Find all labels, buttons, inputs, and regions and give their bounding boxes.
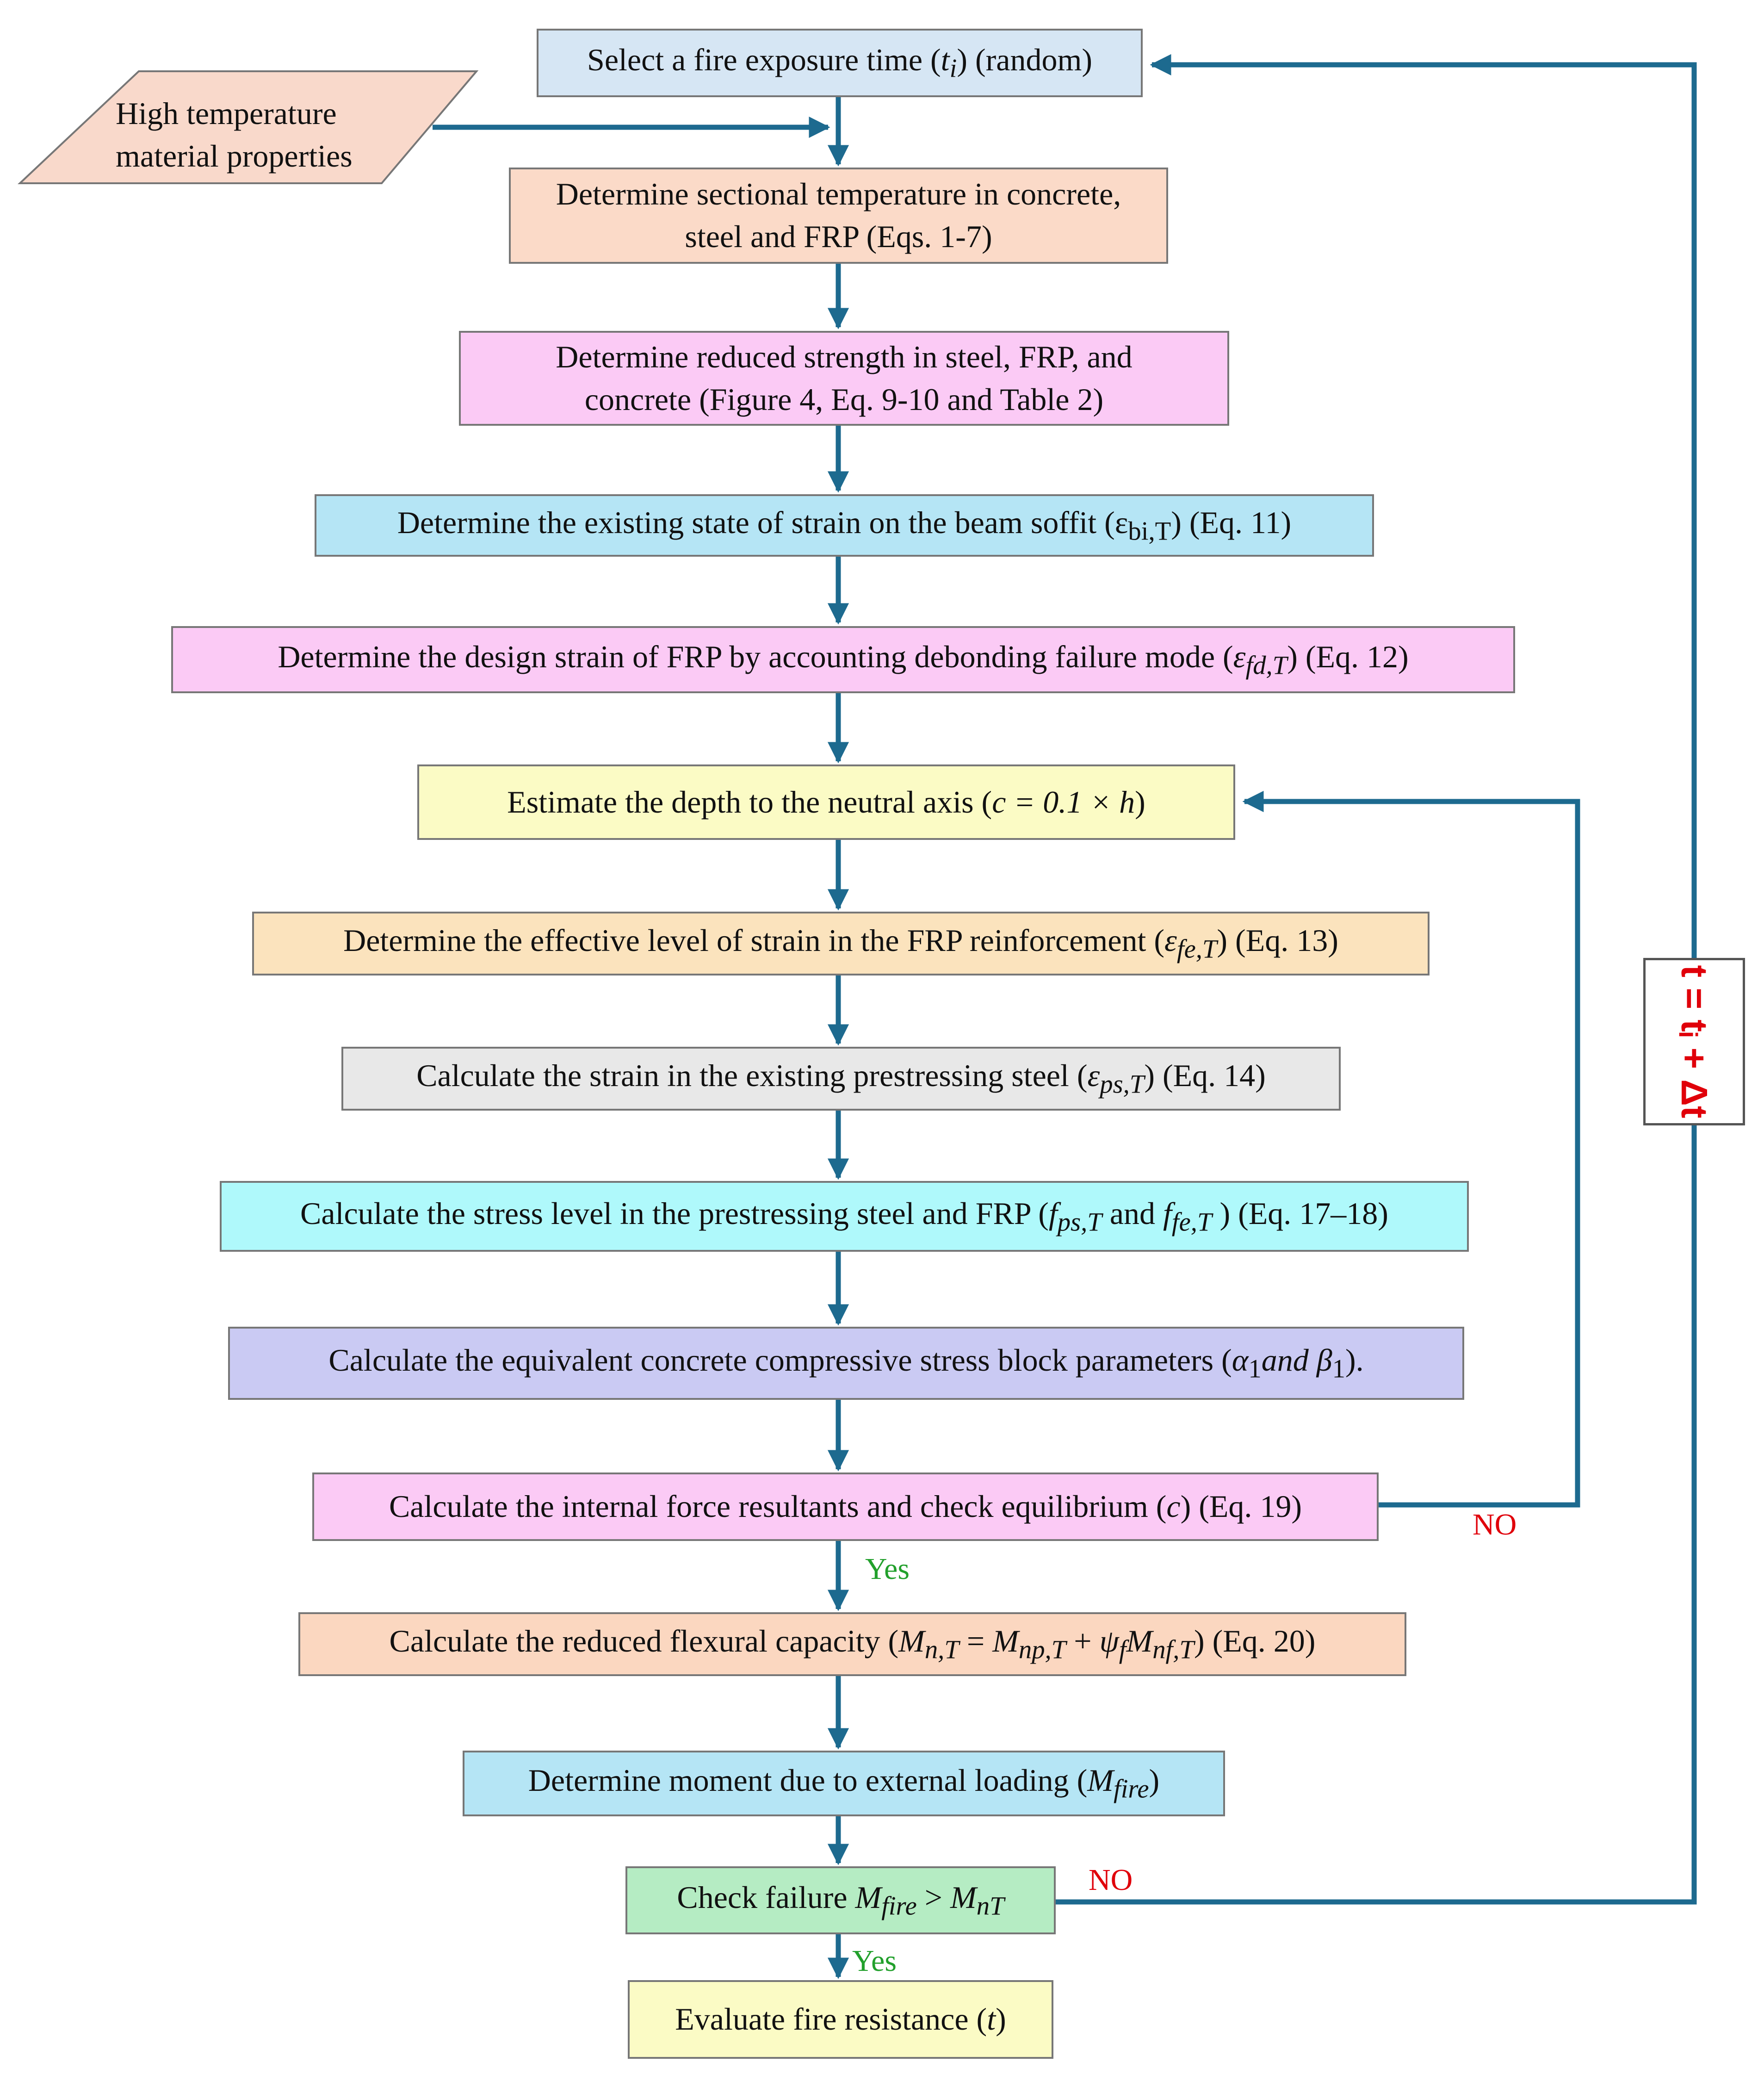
step9-sub-2: fe,T (1171, 1208, 1212, 1237)
step5-text: Determine the design strain of FRP by ac… (278, 639, 1233, 674)
step9-tail: ) (Eq. 17–18) (1212, 1195, 1388, 1231)
step12-sub-3: f (1119, 1636, 1126, 1665)
step9-var-2: f (1163, 1195, 1172, 1231)
step8-text: Calculate the strain in the existing pre… (416, 1058, 1088, 1093)
step-design-strain-frp: Determine the design strain of FRP by ac… (171, 626, 1515, 693)
step5-sub: fd,T (1245, 651, 1287, 680)
step4-tail: ) (Eq. 11) (1171, 504, 1292, 540)
step12-sub-4: nf,T (1152, 1636, 1194, 1665)
input-material-properties: High temperature material properties (116, 93, 439, 178)
step14-text: Check failure (677, 1879, 855, 1915)
step-check-equilibrium: Calculate the internal force resultants … (312, 1472, 1379, 1541)
label-yes-failure: Yes (852, 1944, 897, 1978)
step12-sub-1: n,T (924, 1636, 959, 1665)
step11-var: c (1166, 1489, 1181, 1524)
step-strain-prestressing-steel: Calculate the strain in the existing pre… (341, 1047, 1341, 1111)
input-line-1: High temperature (116, 96, 337, 131)
step4-text: Determine the existing state of strain o… (397, 504, 1115, 540)
step10-sub-2: 1 (1332, 1355, 1345, 1384)
step10-mid: and (1261, 1342, 1317, 1378)
step9-sub-1: ps,T (1057, 1208, 1102, 1237)
step6-expr: c = 0.1 × h (992, 784, 1135, 820)
step12-text: Calculate the reduced flexural capacity … (389, 1623, 899, 1659)
step1-text: Select a fire exposure time ( (587, 42, 941, 78)
label-no-equilibrium: NO (1473, 1508, 1517, 1541)
step15-tail: ) (996, 2001, 1006, 2037)
step14-sub-2: nT (976, 1892, 1004, 1921)
time-step-text: t = tᵢ + Δt (1674, 965, 1715, 1118)
step9-var-1: f (1048, 1195, 1058, 1231)
loop-equilibrium-no (1242, 790, 1580, 1508)
step12-var-2: M (992, 1623, 1019, 1659)
step6-tail: ) (1135, 784, 1145, 820)
step9-mid: and (1102, 1195, 1163, 1231)
step12-plus: + (1066, 1623, 1100, 1659)
step10-var-2: β (1316, 1342, 1332, 1378)
step8-tail: ) (Eq. 14) (1144, 1058, 1266, 1093)
step10-sub-1: 1 (1248, 1355, 1262, 1384)
step6-text: Estimate the depth to the neutral axis ( (507, 784, 992, 820)
input-parallelogram (17, 70, 479, 184)
step-effective-strain-frp: Determine the effective level of strain … (252, 912, 1430, 975)
step12-sub-2: np,T (1018, 1636, 1066, 1665)
step7-text: Determine the effective level of strain … (343, 923, 1165, 958)
step12-var-4: M (1126, 1623, 1153, 1659)
step13-tail: ) (1149, 1763, 1160, 1798)
step15-var: t (987, 2001, 996, 2037)
time-step-box: t = tᵢ + Δt (1643, 958, 1745, 1125)
step1-tail: ) (random) (957, 42, 1092, 78)
step-evaluate-fire-resistance: Evaluate fire resistance (t) (628, 1980, 1053, 2059)
step3-line-1: Determine reduced strength in steel, FRP… (556, 339, 1133, 374)
step10-text: Calculate the equivalent concrete compre… (328, 1342, 1232, 1378)
step7-sub: fe,T (1176, 935, 1217, 964)
step5-var: ε (1233, 639, 1246, 674)
step-sectional-temperature: Determine sectional temperature in concr… (509, 168, 1168, 264)
step13-text: Determine moment due to external loading… (528, 1763, 1088, 1798)
label-no-failure: NO (1089, 1863, 1133, 1897)
step1-sub: i (949, 55, 957, 84)
step-reduced-strength: Determine reduced strength in steel, FRP… (459, 331, 1229, 426)
step8-sub: ps,T (1100, 1070, 1145, 1100)
step-estimate-neutral-axis: Estimate the depth to the neutral axis (… (417, 764, 1235, 840)
step4-sub: bi,T (1128, 517, 1171, 546)
step11-text: Calculate the internal force resultants … (389, 1489, 1167, 1524)
step8-var: ε (1087, 1058, 1100, 1093)
step-stress-block-parameters: Calculate the equivalent concrete compre… (228, 1327, 1464, 1400)
step10-tail: ). (1345, 1342, 1364, 1378)
step-reduced-flexural-capacity: Calculate the reduced flexural capacity … (298, 1612, 1406, 1676)
step9-text: Calculate the stress level in the prestr… (300, 1195, 1049, 1231)
step15-text: Evaluate fire resistance ( (675, 2001, 987, 2037)
step1-var: t (941, 42, 950, 78)
step12-equals: = (959, 1623, 993, 1659)
step-external-loading-moment: Determine moment due to external loading… (463, 1751, 1225, 1816)
step-existing-strain-soffit: Determine the existing state of strain o… (315, 494, 1374, 557)
step14-var-1: M (855, 1879, 882, 1915)
step11-tail: ) (Eq. 19) (1180, 1489, 1302, 1524)
step3-line-2: concrete (Figure 4, Eq. 9-10 and Table 2… (584, 381, 1104, 417)
step12-var-1: M (898, 1623, 925, 1659)
step14-var-2: M (950, 1879, 977, 1915)
step14-sub-1: fire (881, 1892, 917, 1921)
step2-line-1: Determine sectional temperature in concr… (556, 176, 1121, 212)
step-select-fire-exposure-time: Select a fire exposure time (ti) (random… (537, 29, 1143, 97)
step13-var: M (1087, 1763, 1114, 1798)
step4-var: ε (1114, 504, 1128, 540)
step12-var-3: ψ (1099, 1623, 1119, 1659)
step10-var-1: α (1232, 1342, 1249, 1378)
step14-gt: > (916, 1879, 951, 1915)
step2-line-2: steel and FRP (Eqs. 1-7) (685, 219, 992, 254)
step-stress-level: Calculate the stress level in the prestr… (220, 1181, 1469, 1252)
input-line-2: material properties (116, 138, 353, 174)
step13-sub: fire (1113, 1775, 1149, 1804)
step7-tail: ) (Eq. 13) (1217, 923, 1338, 958)
step5-tail: ) (Eq. 12) (1287, 639, 1409, 674)
step-check-failure: Check failure Mfire > MnT (625, 1866, 1056, 1934)
label-yes-equilibrium: Yes (865, 1552, 910, 1586)
step7-var: ε (1164, 923, 1177, 958)
step12-tail: ) (Eq. 20) (1194, 1623, 1316, 1659)
